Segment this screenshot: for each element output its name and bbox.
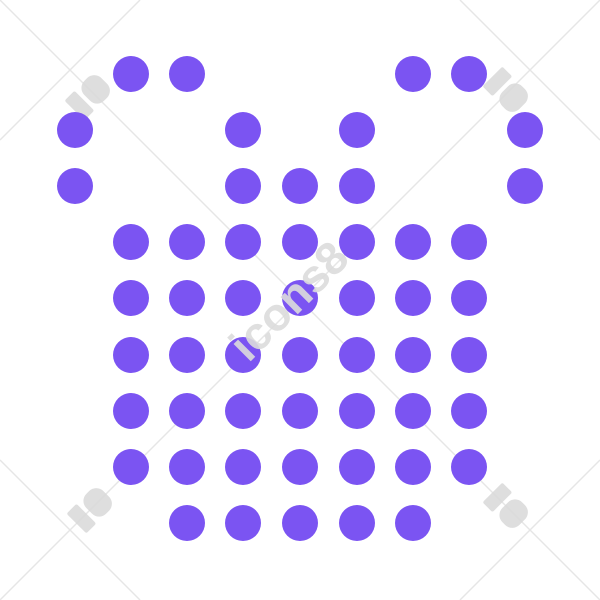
icon-dot [282,505,318,541]
watermark-logo-top-left [65,75,110,120]
icon-dot [395,449,431,485]
watermark-line [459,0,600,141]
icon-dots [57,56,543,541]
icon-dot [282,280,318,316]
icon-dot [451,449,487,485]
icon-dot [339,112,375,148]
icon-dot [339,280,375,316]
icon-dot [451,337,487,373]
icon-dot [282,224,318,260]
icon-dot [282,393,318,429]
icon-dot [225,449,261,485]
watermark-logo-bottom-right [483,483,528,528]
icon-dot [225,280,261,316]
icon-dot [451,280,487,316]
icon-dot [451,56,487,92]
icon-dot [225,224,261,260]
watermark-line [459,459,600,600]
watermark-line [0,459,141,600]
icon-dot [395,505,431,541]
icon-dot [339,449,375,485]
icon-dot [113,56,149,92]
icon-dot [395,56,431,92]
icon-dot [451,224,487,260]
icon-dot [57,112,93,148]
icon-dot [395,280,431,316]
icon-dot [395,337,431,373]
icon-dot [339,393,375,429]
watermark-logo-bottom-left [67,488,112,533]
watermark-line [0,0,141,141]
icon-dot [225,505,261,541]
icon-dot [225,168,261,204]
icon-dot [113,393,149,429]
icon-dot [339,337,375,373]
icon-dot [282,337,318,373]
icon-dot [113,449,149,485]
icon-dot [339,168,375,204]
icon-dot [395,393,431,429]
icon-dot [225,337,261,373]
icon-dot [339,505,375,541]
watermark-logo-top-right [483,67,528,112]
icon-dot [169,393,205,429]
icon-dot [169,224,205,260]
icon-dot [169,280,205,316]
icon-dot [339,224,375,260]
icon-dot [113,337,149,373]
icon-dot [169,56,205,92]
icon-dot [507,168,543,204]
icon-dot [169,337,205,373]
icon-dot [451,393,487,429]
icon-dot [507,112,543,148]
icon-dot [113,224,149,260]
icon-dot [225,112,261,148]
icon-dot [57,168,93,204]
icon-dot [282,168,318,204]
icon-dot [169,505,205,541]
icon-dot [225,393,261,429]
icon-dot [282,449,318,485]
icon-dot [395,224,431,260]
icon-dot [113,280,149,316]
icon-dot [169,449,205,485]
